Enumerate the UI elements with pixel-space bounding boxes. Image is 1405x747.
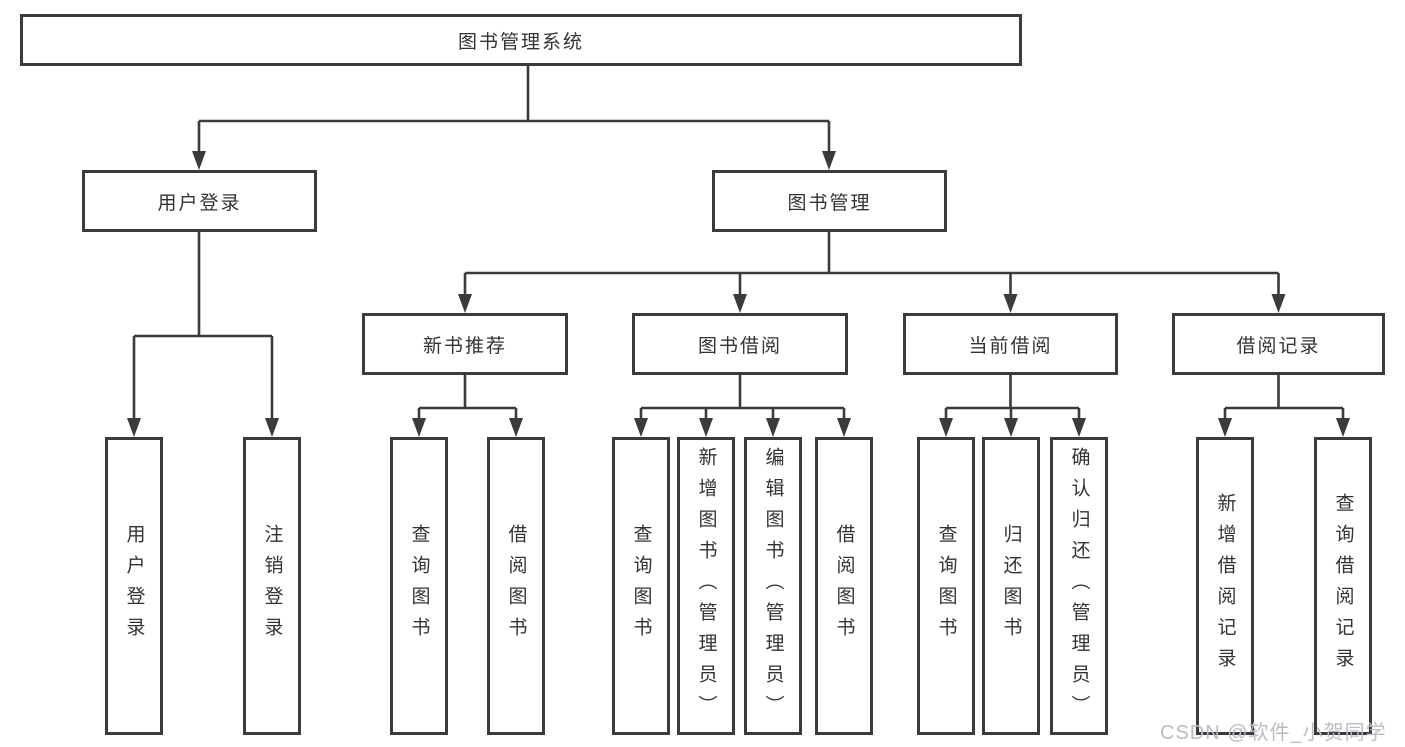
leaf-records-add-record: 新增借阅记录 — [1196, 437, 1254, 735]
leaf-borrow-query-books-label: 查询图书 — [630, 524, 652, 648]
leaf-newbooks-borrow-books: 借阅图书 — [487, 437, 545, 735]
leaf-records-query-record-label: 查询借阅记录 — [1332, 493, 1354, 679]
leaf-newbooks-borrow-books-label: 借阅图书 — [505, 524, 527, 648]
leaf-borrow-edit-books-admin-label: 编辑图书（管理员） — [762, 446, 784, 726]
leaf-borrow-borrow-books-label: 借阅图书 — [833, 524, 855, 648]
node-borrow-records-label: 借阅记录 — [1236, 335, 1321, 357]
leaf-current-query-books: 查询图书 — [917, 437, 975, 735]
arrowhead-icons — [127, 151, 1350, 437]
node-root-system: 图书管理系统 — [20, 14, 1022, 66]
node-book-borrow-label: 图书借阅 — [697, 335, 782, 357]
node-current-borrow-label: 当前借阅 — [968, 335, 1053, 357]
leaf-records-query-record: 查询借阅记录 — [1314, 437, 1372, 735]
watermark: CSDN @软件_小贺同学 — [1160, 722, 1387, 744]
leaf-borrow-borrow-books: 借阅图书 — [815, 437, 873, 735]
leaf-newbooks-query-books-label: 查询图书 — [408, 524, 430, 648]
leaf-logout: 注销登录 — [243, 437, 301, 735]
leaf-user-login: 用户登录 — [105, 437, 163, 735]
leaf-borrow-add-books-admin: 新增图书（管理员） — [677, 437, 735, 735]
connector-lines — [132, 66, 1345, 420]
leaf-current-confirm-return-admin-label: 确认归还（管理员） — [1068, 446, 1090, 726]
node-book-management: 图书管理 — [712, 170, 947, 232]
leaf-newbooks-query-books: 查询图书 — [390, 437, 448, 735]
leaf-user-login-label: 用户登录 — [123, 524, 145, 648]
leaf-records-add-record-label: 新增借阅记录 — [1214, 493, 1236, 679]
leaf-logout-label: 注销登录 — [261, 524, 283, 648]
leaf-current-confirm-return-admin: 确认归还（管理员） — [1050, 437, 1108, 735]
leaf-borrow-edit-books-admin: 编辑图书（管理员） — [744, 437, 802, 735]
leaf-borrow-query-books: 查询图书 — [612, 437, 670, 735]
node-user-login: 用户登录 — [82, 170, 317, 232]
node-new-book-recommend-label: 新书推荐 — [422, 335, 507, 357]
node-new-book-recommend: 新书推荐 — [362, 313, 568, 375]
leaf-current-query-books-label: 查询图书 — [935, 524, 957, 648]
node-book-management-label: 图书管理 — [787, 192, 872, 214]
leaf-current-return-books: 归还图书 — [982, 437, 1040, 735]
node-book-borrow: 图书借阅 — [632, 313, 848, 375]
node-borrow-records: 借阅记录 — [1172, 313, 1385, 375]
node-user-login-label: 用户登录 — [157, 192, 242, 214]
node-root-label: 图书管理系统 — [457, 31, 584, 53]
leaf-borrow-add-books-admin-label: 新增图书（管理员） — [695, 446, 717, 726]
node-current-borrow: 当前借阅 — [903, 313, 1118, 375]
leaf-current-return-books-label: 归还图书 — [1000, 524, 1022, 648]
